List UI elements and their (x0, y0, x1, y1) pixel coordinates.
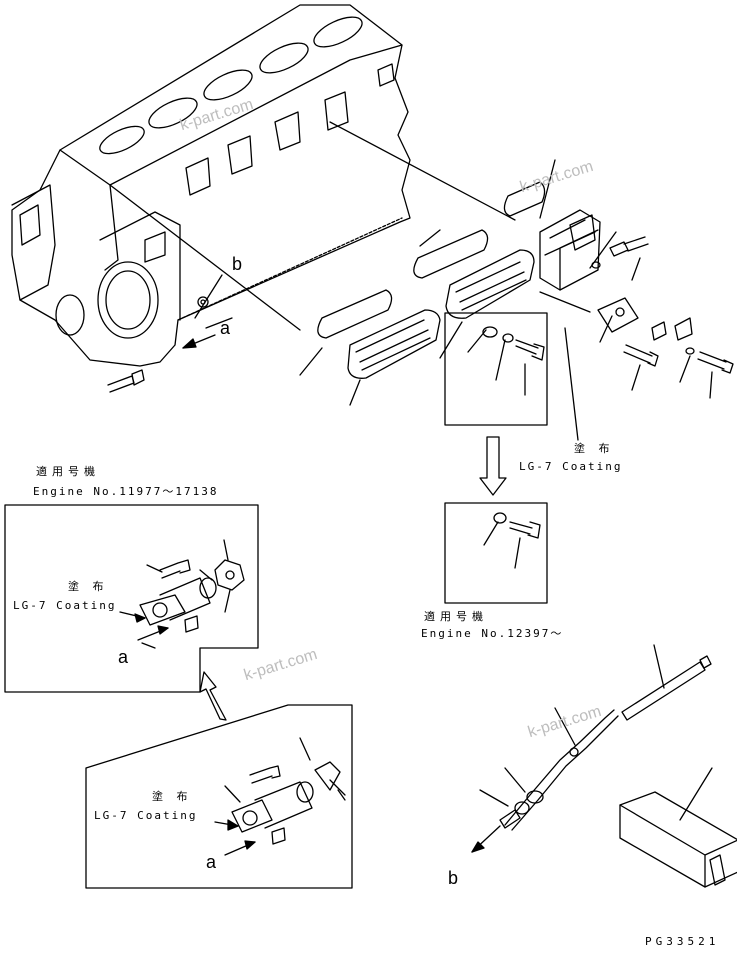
inset-replacement-box (445, 503, 547, 603)
engine-block (12, 5, 410, 392)
drawing-code: PG33521 (645, 935, 720, 948)
callout-b-label: b (232, 254, 243, 274)
coating-label-en: LG-7 Coating (94, 809, 198, 822)
leader-lines-upper (195, 160, 712, 568)
replacement-arrow-up (200, 672, 226, 720)
coating-label-en: LG-7 Coating (13, 599, 117, 612)
oil-filler-new (215, 738, 345, 855)
coating-label-jp: 塗 布 (68, 580, 109, 593)
callout-b-label: b (448, 868, 459, 888)
oil-filler-old (120, 540, 244, 648)
inset-old-spec-box (5, 505, 258, 692)
coating-label-jp: 塗 布 (574, 442, 615, 455)
applicable-serial-jp: 適用号機 (36, 465, 100, 478)
callout-a-label: a (220, 318, 231, 338)
applicable-serial-jp: 適用号機 (424, 610, 488, 623)
coating-label-jp: 塗 布 (152, 790, 193, 803)
side-cover-assembly (318, 182, 733, 378)
callout-a-label: a (206, 852, 217, 872)
applicable-serial-range: Engine No.12397～ (421, 627, 564, 640)
dipstick-assembly (472, 645, 711, 852)
coating-label-en: LG-7 Coating (519, 460, 623, 473)
applicable-serial-range: Engine No.11977～17138 (33, 485, 219, 498)
inset-hardware-box (445, 313, 547, 425)
inset-new-spec-box (86, 705, 352, 888)
replacement-arrow-down (480, 437, 506, 495)
guide-bar-tool (620, 768, 737, 887)
callout-a-label: a (118, 647, 129, 667)
